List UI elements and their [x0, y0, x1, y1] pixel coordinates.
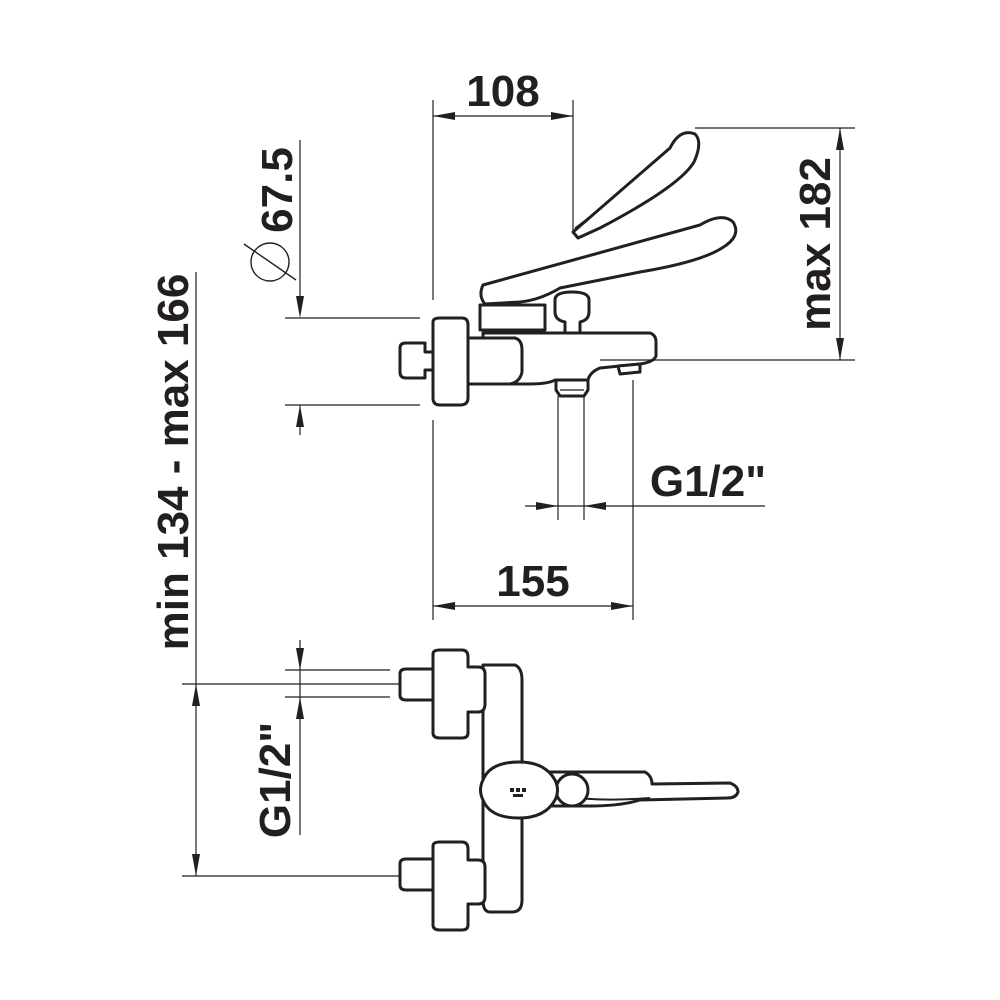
eccentric-fitting	[398, 341, 435, 380]
front-flange-upper	[431, 648, 487, 740]
lever-hub	[478, 303, 547, 332]
dimension-155: 155	[432, 380, 634, 620]
front-flange-lower	[431, 840, 487, 932]
spout-body	[481, 331, 658, 386]
dim-max-182-label: max 182	[791, 157, 840, 331]
lever-raised-detail	[574, 204, 606, 229]
dim-155-label: 155	[496, 557, 569, 606]
body-connector	[466, 336, 524, 386]
dimension-thread-side: G1/2"	[525, 396, 766, 520]
diameter-symbol-icon	[243, 242, 297, 282]
spout-tip	[616, 362, 642, 376]
front-eccentric-lower	[398, 857, 435, 892]
front-eccentric-upper	[398, 667, 435, 702]
front-view	[398, 648, 740, 932]
diverter-knob	[553, 290, 591, 338]
dimension-max-182: max 182	[600, 127, 855, 361]
dim-thread-side-label: G1/2"	[650, 457, 766, 506]
front-lever-knob	[554, 772, 590, 808]
front-lever	[538, 770, 740, 808]
wall-flange	[431, 316, 470, 407]
dim-108-label: 108	[466, 67, 539, 116]
dimension-diameter: 67.5	[243, 140, 420, 435]
dimension-108: 108	[432, 67, 574, 300]
lever-raised-outline	[571, 131, 701, 240]
dimension-distance: min 134 - max 166	[149, 272, 400, 877]
lever-lower	[479, 216, 738, 306]
dim-diameter-label: 67.5	[253, 147, 302, 233]
brand-logo-icon	[510, 788, 526, 797]
dim-distance-label: min 134 - max 166	[149, 274, 198, 651]
dim-thread-front-label: G1/2"	[251, 722, 300, 838]
aerator	[554, 378, 590, 398]
side-view	[398, 131, 738, 407]
dimension-thread-front: G1/2"	[251, 640, 390, 838]
